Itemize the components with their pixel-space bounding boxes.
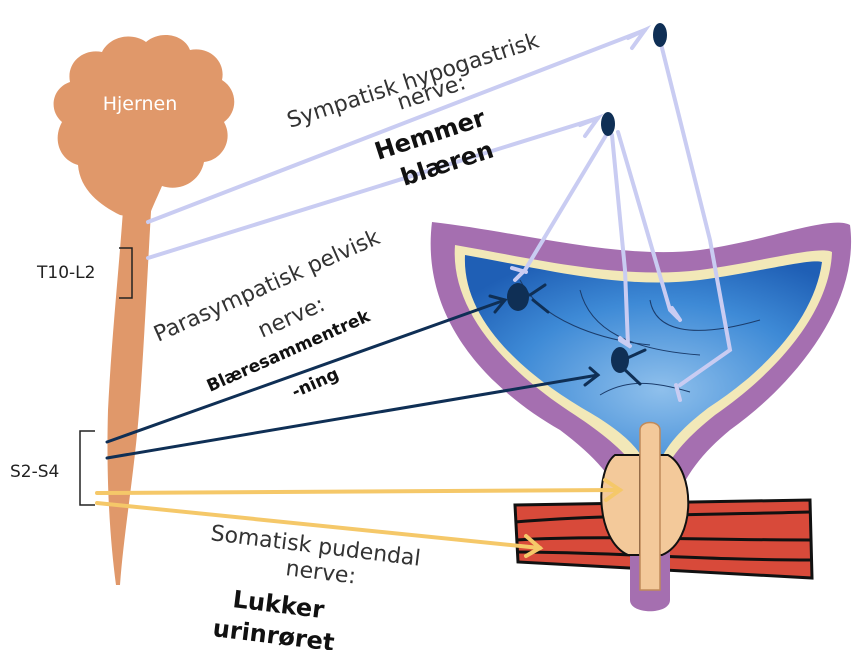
bladder — [431, 222, 851, 611]
urethra — [640, 423, 660, 591]
segment-label-s2-s4: S2-S4 — [10, 462, 59, 482]
sympathetic-ganglion-cells — [601, 23, 667, 136]
parasympathetic-label-group: Parasympatisk pelvisk nerve: Blæresammen… — [150, 225, 384, 402]
somatic-label-group: Somatisk pudendal nerve: Lukker urinrøre… — [209, 521, 422, 650]
brain-shape — [54, 35, 235, 220]
pelvic-ganglion-cell-upper — [507, 283, 529, 311]
parasympathetic-effect-line2: -ning — [289, 364, 342, 402]
ganglion-cell-lower — [601, 112, 615, 136]
brain-label: Hjernen — [103, 93, 178, 115]
ganglion-cell-upper — [653, 23, 667, 47]
sympathetic-label-group: Sympatisk hypogastrisk nerve: Hemmer blæ… — [284, 29, 542, 192]
spinal-cord — [107, 195, 152, 585]
segment-label-t10-l2: T10-L2 — [36, 263, 95, 283]
pelvic-ganglion-cell-lower — [611, 347, 629, 373]
segment-bracket-lower: S2-S4 — [10, 431, 95, 505]
